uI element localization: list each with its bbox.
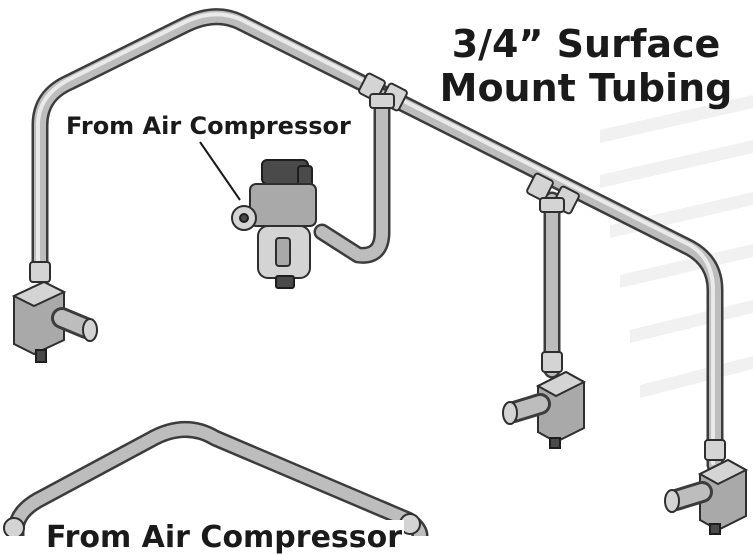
title-line-2: Mount Tubing (439, 66, 733, 110)
left-outlet (11, 261, 98, 363)
tee-fittings (358, 72, 580, 215)
lower-tubing-run (3, 421, 429, 536)
compressor-label-bottom: From Air Compressor (44, 520, 405, 555)
compressor-label-top: From Air Compressor (64, 112, 353, 140)
diagram-title: 3/4” Surface Mount Tubing (430, 22, 742, 110)
tubing-diagram (3, 8, 753, 536)
right-outlet (664, 439, 749, 535)
middle-outlet (502, 351, 587, 449)
title-line-1: 3/4” Surface (451, 22, 721, 66)
leader-line (199, 141, 241, 201)
filter-regulator (231, 159, 317, 289)
regulator-drop (313, 87, 391, 264)
upper-tubing-run (31, 8, 724, 474)
